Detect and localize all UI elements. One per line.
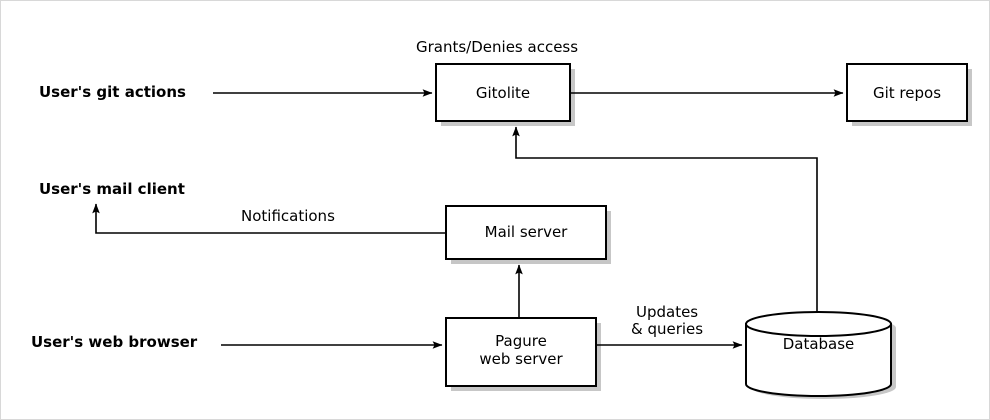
node-label-git-repos: Git repos: [872, 84, 942, 102]
node-label-database: Database: [782, 335, 855, 353]
label-users-git-actions: User's git actions: [39, 83, 186, 101]
label-users-mail-client: User's mail client: [39, 180, 185, 198]
edge-label-grants-denies-access: Grants/Denies access: [416, 38, 579, 56]
edge-label-notifications: Notifications: [241, 207, 335, 225]
node-label-mail-server: Mail server: [484, 223, 568, 241]
edge-database-to-gitolite: [512, 126, 818, 312]
node-label-gitolite: Gitolite: [475, 84, 531, 102]
diagram-connectors: [92, 89, 844, 349]
edge-label-updates-and-queries: Updates & queries: [631, 303, 704, 339]
node-label-pagure-web-server: Pagure web server: [479, 332, 563, 368]
node-database-shape: [745, 311, 892, 397]
label-users-web-browser: User's web browser: [31, 333, 198, 351]
